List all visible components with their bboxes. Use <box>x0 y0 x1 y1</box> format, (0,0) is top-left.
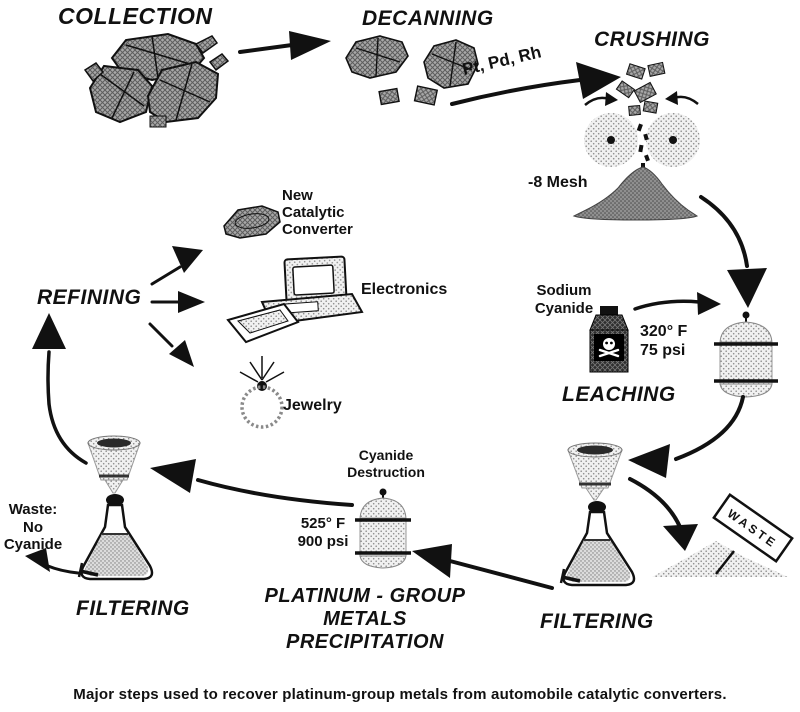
annotation-leaching-conditions: 320° F 75 psi <box>640 323 688 359</box>
filter-flask-right-icon <box>559 501 636 587</box>
arrow-filtering-to-waste <box>628 477 698 551</box>
catalytic-converters-pile-icon <box>83 32 230 128</box>
step-label-decanning: DECANNING <box>362 7 494 30</box>
step-label-crushing: CRUSHING <box>594 28 711 51</box>
leaching-vessel-icon <box>714 311 778 398</box>
arrow-cyanide-to-leaching <box>633 292 721 315</box>
arrow-collection-to-decanning <box>238 31 331 60</box>
new-catalytic-converter-icon <box>223 205 281 239</box>
ring-icon <box>239 356 285 429</box>
annotation-mesh-size: -8 Mesh <box>528 174 588 191</box>
step-label-refining: REFINING <box>37 286 142 309</box>
sodium-cyanide-bottle-icon <box>589 306 629 373</box>
arrow-precipitation-to-filtering-left <box>150 459 354 507</box>
filter-funnel-right-icon <box>567 442 623 501</box>
decanned-converter-shells-icon <box>345 35 479 106</box>
crushed-mesh-pile-icon <box>572 166 699 221</box>
annotation-electronics: Electronics <box>361 281 448 298</box>
flask-spigot-icon <box>559 568 581 584</box>
annotation-new-catalytic-converter: New Catalytic Converter <box>282 187 353 238</box>
waste-pile-icon <box>652 541 788 577</box>
step-label-filtering-left: FILTERING <box>76 597 190 620</box>
arrow-filtering-to-precipitation <box>412 544 554 590</box>
arrow-decanning-to-crushing <box>450 62 621 106</box>
arrow-crushing-to-leaching <box>699 195 767 308</box>
annotation-cyanide-destruction: Cyanide Destruction <box>347 447 425 480</box>
annotation-waste-no-cyanide: Waste: No Cyanide <box>3 501 63 554</box>
filter-funnel-left-icon <box>87 435 141 494</box>
annotation-precipitation-conditions: 525° F 900 psi <box>297 515 349 550</box>
flask-spigot-icon <box>77 562 99 578</box>
step-label-pgm-precipitation: PLATINUM - GROUP METALS PRECIPITATION <box>264 585 466 653</box>
figure-caption: Major steps used to recover platinum-gro… <box>73 686 727 703</box>
skull-crossbones-icon <box>594 334 624 361</box>
arrow-flask-to-waste-note <box>25 548 80 575</box>
annotation-sodium-cyanide: Sodium Cyanide <box>534 282 594 317</box>
arrow-filtering-to-refining <box>32 313 88 465</box>
filter-flask-left-icon <box>77 494 154 581</box>
step-label-leaching: LEACHING <box>562 383 676 406</box>
crusher-rollers-icon <box>584 61 700 168</box>
step-label-collection: COLLECTION <box>58 3 213 29</box>
annotation-jewelry: Jewelry <box>283 397 342 414</box>
tablet-icon <box>226 302 300 344</box>
refining-output-arrows <box>148 246 205 367</box>
arrow-leaching-to-filtering <box>628 395 745 478</box>
precipitation-vessel-icon <box>355 488 411 569</box>
computer-icon <box>226 255 364 344</box>
step-label-filtering-right: FILTERING <box>540 610 654 633</box>
